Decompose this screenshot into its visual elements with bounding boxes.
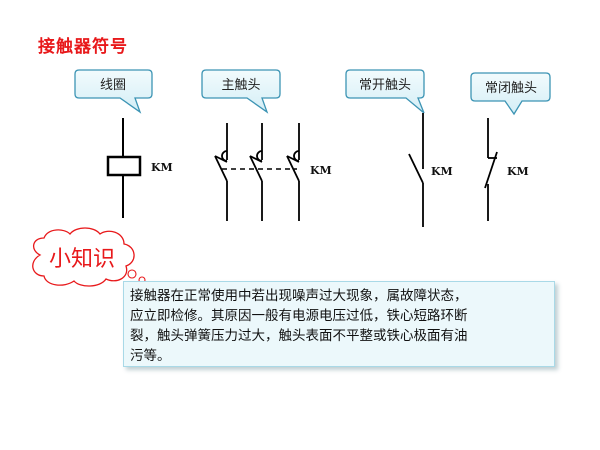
no-contact-symbol	[408, 113, 424, 227]
tip-note-box: 接触器在正常使用中若出现噪声过大现象，属故障状态， 应立即检修。其原因一般有电源…	[123, 281, 555, 367]
callout-no-contact: 常开触头	[345, 69, 425, 114]
tip-line: 污等。	[130, 348, 171, 364]
page-title: 接触器符号	[38, 37, 128, 57]
tip-title: 小知识	[49, 247, 115, 272]
coil-km-label: KM	[151, 161, 173, 174]
callout-coil: 线圈	[74, 69, 153, 114]
tip-line: 应立即检修。其原因一般有电源电压过低，铁心短路环断	[130, 308, 468, 324]
tip-cloud: 小知识	[32, 227, 153, 287]
no-contact-km-label: KM	[431, 165, 453, 178]
no-contact-label: 常开触头	[359, 78, 411, 93]
coil-label: 线圈	[100, 78, 126, 93]
main-contact-km-label: KM	[310, 164, 332, 177]
tip-line: 裂，触头弹簧压力过大，触头表面不平整或铁心极面有油	[130, 328, 468, 344]
nc-contact-label: 常闭触头	[485, 81, 537, 96]
callout-nc-contact: 常闭触头	[470, 72, 551, 116]
main-contact-symbol	[214, 123, 300, 221]
nc-contact-symbol	[484, 118, 498, 221]
tip-line: 接触器在正常使用中若出现噪声过大现象，属故障状态，	[130, 288, 468, 304]
nc-contact-km-label: KM	[507, 165, 529, 178]
main-contact-label: 主触头	[221, 78, 260, 93]
coil-symbol	[106, 118, 142, 218]
callout-main-contact: 主触头	[201, 69, 281, 114]
